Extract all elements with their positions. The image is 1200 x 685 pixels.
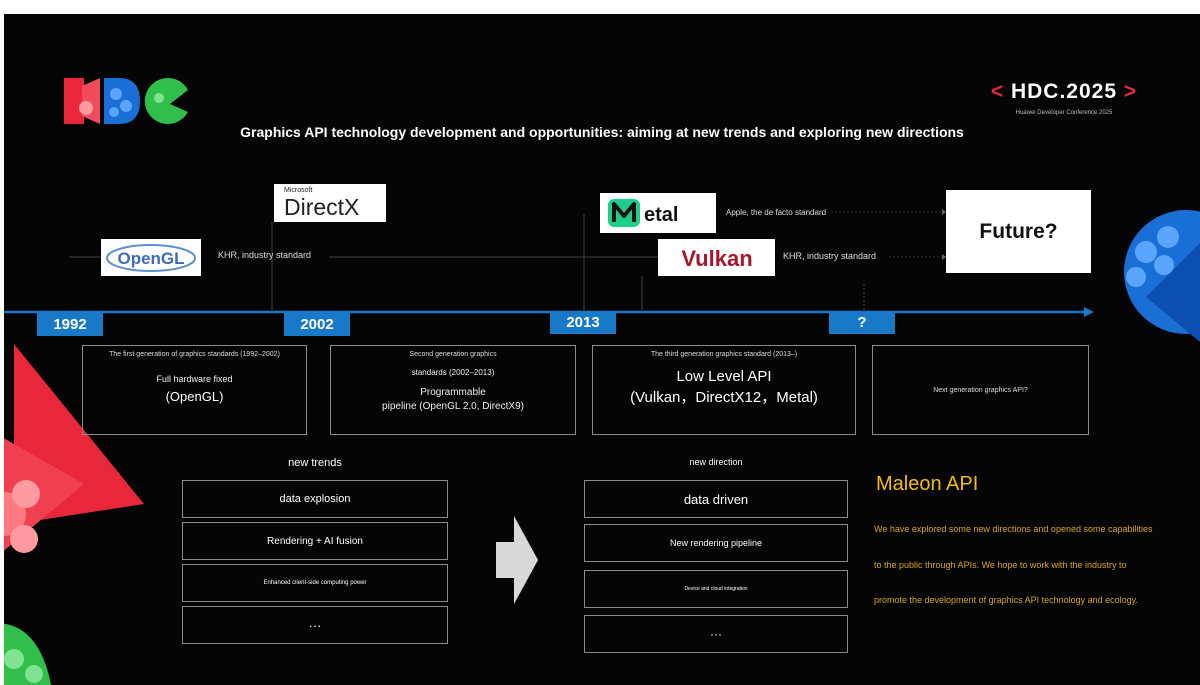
direction-item: ··· bbox=[584, 615, 848, 653]
generation-heading: The third generation graphics standard (… bbox=[650, 351, 798, 358]
generation-box-4: Next generation graphics API? bbox=[872, 345, 1089, 435]
generation-line: Full hardware fixed bbox=[156, 374, 233, 384]
direction-item: New rendering pipeline bbox=[584, 524, 848, 562]
generation-box-1: The first generation of graphics standar… bbox=[82, 345, 307, 435]
year-marker-2002: 2002 bbox=[284, 313, 350, 336]
metal-logo: etal bbox=[600, 193, 716, 233]
microsoft-text: Microsoft bbox=[284, 187, 313, 194]
brand-text: HDC.2025 bbox=[1010, 80, 1118, 103]
right-arrow-icon bbox=[496, 516, 538, 604]
year-marker-2013: 2013 bbox=[550, 311, 616, 334]
metal-text: etal bbox=[644, 204, 678, 226]
blue-decoration bbox=[1124, 210, 1200, 342]
metal-standard-label: Apple, the de facto standard bbox=[726, 208, 827, 217]
directx-logo: Microsoft DirectX bbox=[274, 184, 386, 222]
vulkan-logo: Vulkan bbox=[658, 239, 775, 276]
generation-line: (Vulkan，DirectX12，Metal) bbox=[630, 389, 818, 406]
slide: < HDC.2025 > Huawei Developer Conference… bbox=[4, 14, 1200, 685]
new-trends-heading: new trends bbox=[288, 457, 342, 469]
generation-line: pipeline (OpenGL 2.0, DirectX9) bbox=[382, 401, 524, 412]
brand-subtitle: Huawei Developer Conference 2025 bbox=[1015, 110, 1113, 116]
chevron-right-icon: > bbox=[1123, 80, 1138, 103]
slide-title: Graphics API technology development and … bbox=[240, 124, 964, 140]
direction-item: data driven bbox=[584, 480, 848, 518]
future-box: Future? bbox=[946, 190, 1091, 273]
trend-item: Enhanced client-side computing power bbox=[182, 564, 448, 602]
maleon-api-title: Maleon API bbox=[876, 473, 979, 495]
direction-item: Device and cloud integration bbox=[584, 570, 848, 608]
trend-item: data explosion bbox=[182, 480, 448, 518]
opengl-standard-label: KHR, industry standard bbox=[218, 250, 312, 260]
generation-box-3: The third generation graphics standard (… bbox=[592, 345, 856, 435]
generation-line: Programmable bbox=[420, 387, 486, 398]
hdc-brand: < HDC.2025 > Huawei Developer Conference… bbox=[984, 80, 1144, 116]
generation-line: standards (2002–2013) bbox=[411, 368, 495, 377]
timeline-lines bbox=[4, 209, 1094, 317]
generation-heading: Second generation graphics bbox=[409, 351, 497, 358]
trend-item: ··· bbox=[182, 606, 448, 644]
year-marker-1992: 1992 bbox=[37, 313, 103, 336]
green-decoration bbox=[4, 623, 52, 685]
directx-text: DirectX bbox=[284, 194, 360, 220]
hdc-logo-icon bbox=[64, 77, 188, 124]
generation-line: Low Level API bbox=[676, 368, 772, 385]
chevron-left-icon: < bbox=[990, 80, 1005, 103]
generation-heading: Next generation graphics API? bbox=[933, 386, 1028, 394]
red-flower-decoration bbox=[4, 344, 144, 553]
opengl-text: OpenGL bbox=[117, 249, 184, 268]
generation-box-2: Second generation graphics standards (20… bbox=[330, 345, 576, 435]
generation-line: (OpenGL) bbox=[165, 389, 224, 404]
year-marker-future: ? bbox=[829, 311, 895, 334]
brand-name: < HDC.2025 > bbox=[984, 80, 1144, 104]
generation-heading: The first generation of graphics standar… bbox=[109, 351, 280, 358]
vulkan-text: Vulkan bbox=[681, 246, 752, 271]
vulkan-standard-label: KHR, industry standard bbox=[783, 251, 877, 261]
trend-item: Rendering + AI fusion bbox=[182, 522, 448, 560]
opengl-logo: OpenGL bbox=[101, 239, 201, 276]
new-direction-heading: new direction bbox=[689, 457, 743, 467]
maleon-api-description: We have explored some new directions and… bbox=[874, 524, 1153, 605]
